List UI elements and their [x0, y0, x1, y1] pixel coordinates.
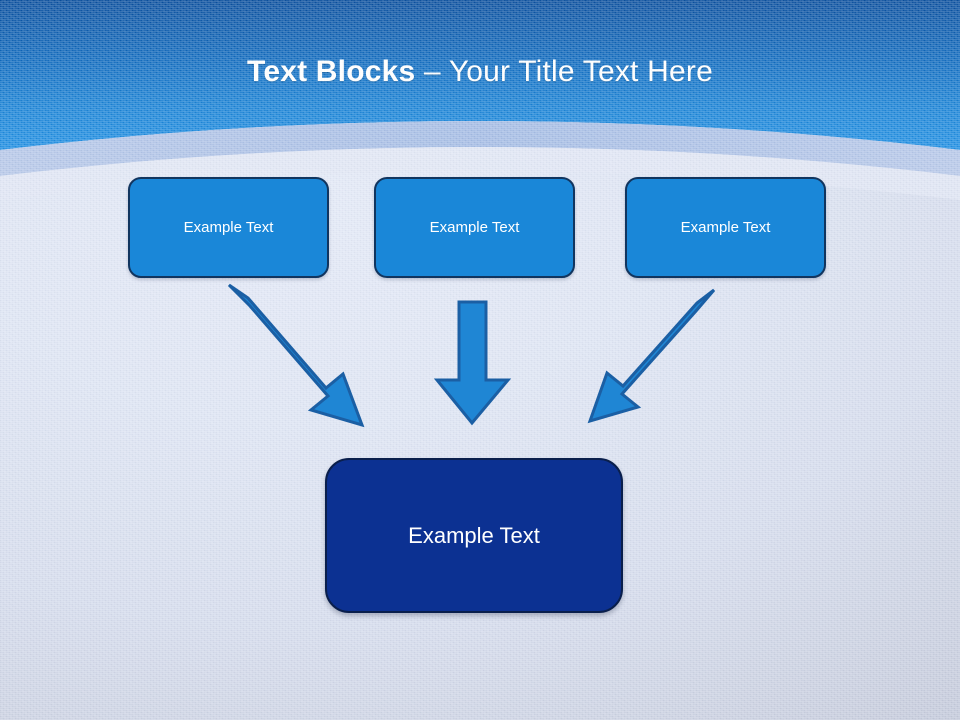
top-box-2-label: Example Text	[429, 219, 520, 236]
arrow-down-icon	[433, 300, 512, 426]
page-title: Text Blocks – Your Title Text Here	[0, 54, 960, 90]
header-banner	[0, 0, 960, 200]
top-box-1[interactable]: Example Text	[128, 177, 329, 278]
bottom-box-label: Example Text	[408, 522, 540, 548]
top-box-3-label: Example Text	[680, 219, 771, 236]
arrow-down-left-icon	[587, 288, 716, 424]
page-title-bold: Text Blocks	[247, 55, 416, 88]
page-title-light: Your Title Text Here	[448, 55, 713, 88]
page-title-separator: –	[415, 55, 449, 88]
top-box-1-label: Example Text	[183, 219, 274, 236]
arrow-down-right-icon	[227, 283, 365, 428]
top-box-3[interactable]: Example Text	[625, 177, 826, 278]
top-box-2[interactable]: Example Text	[374, 177, 575, 278]
bottom-box[interactable]: Example Text	[325, 458, 623, 613]
